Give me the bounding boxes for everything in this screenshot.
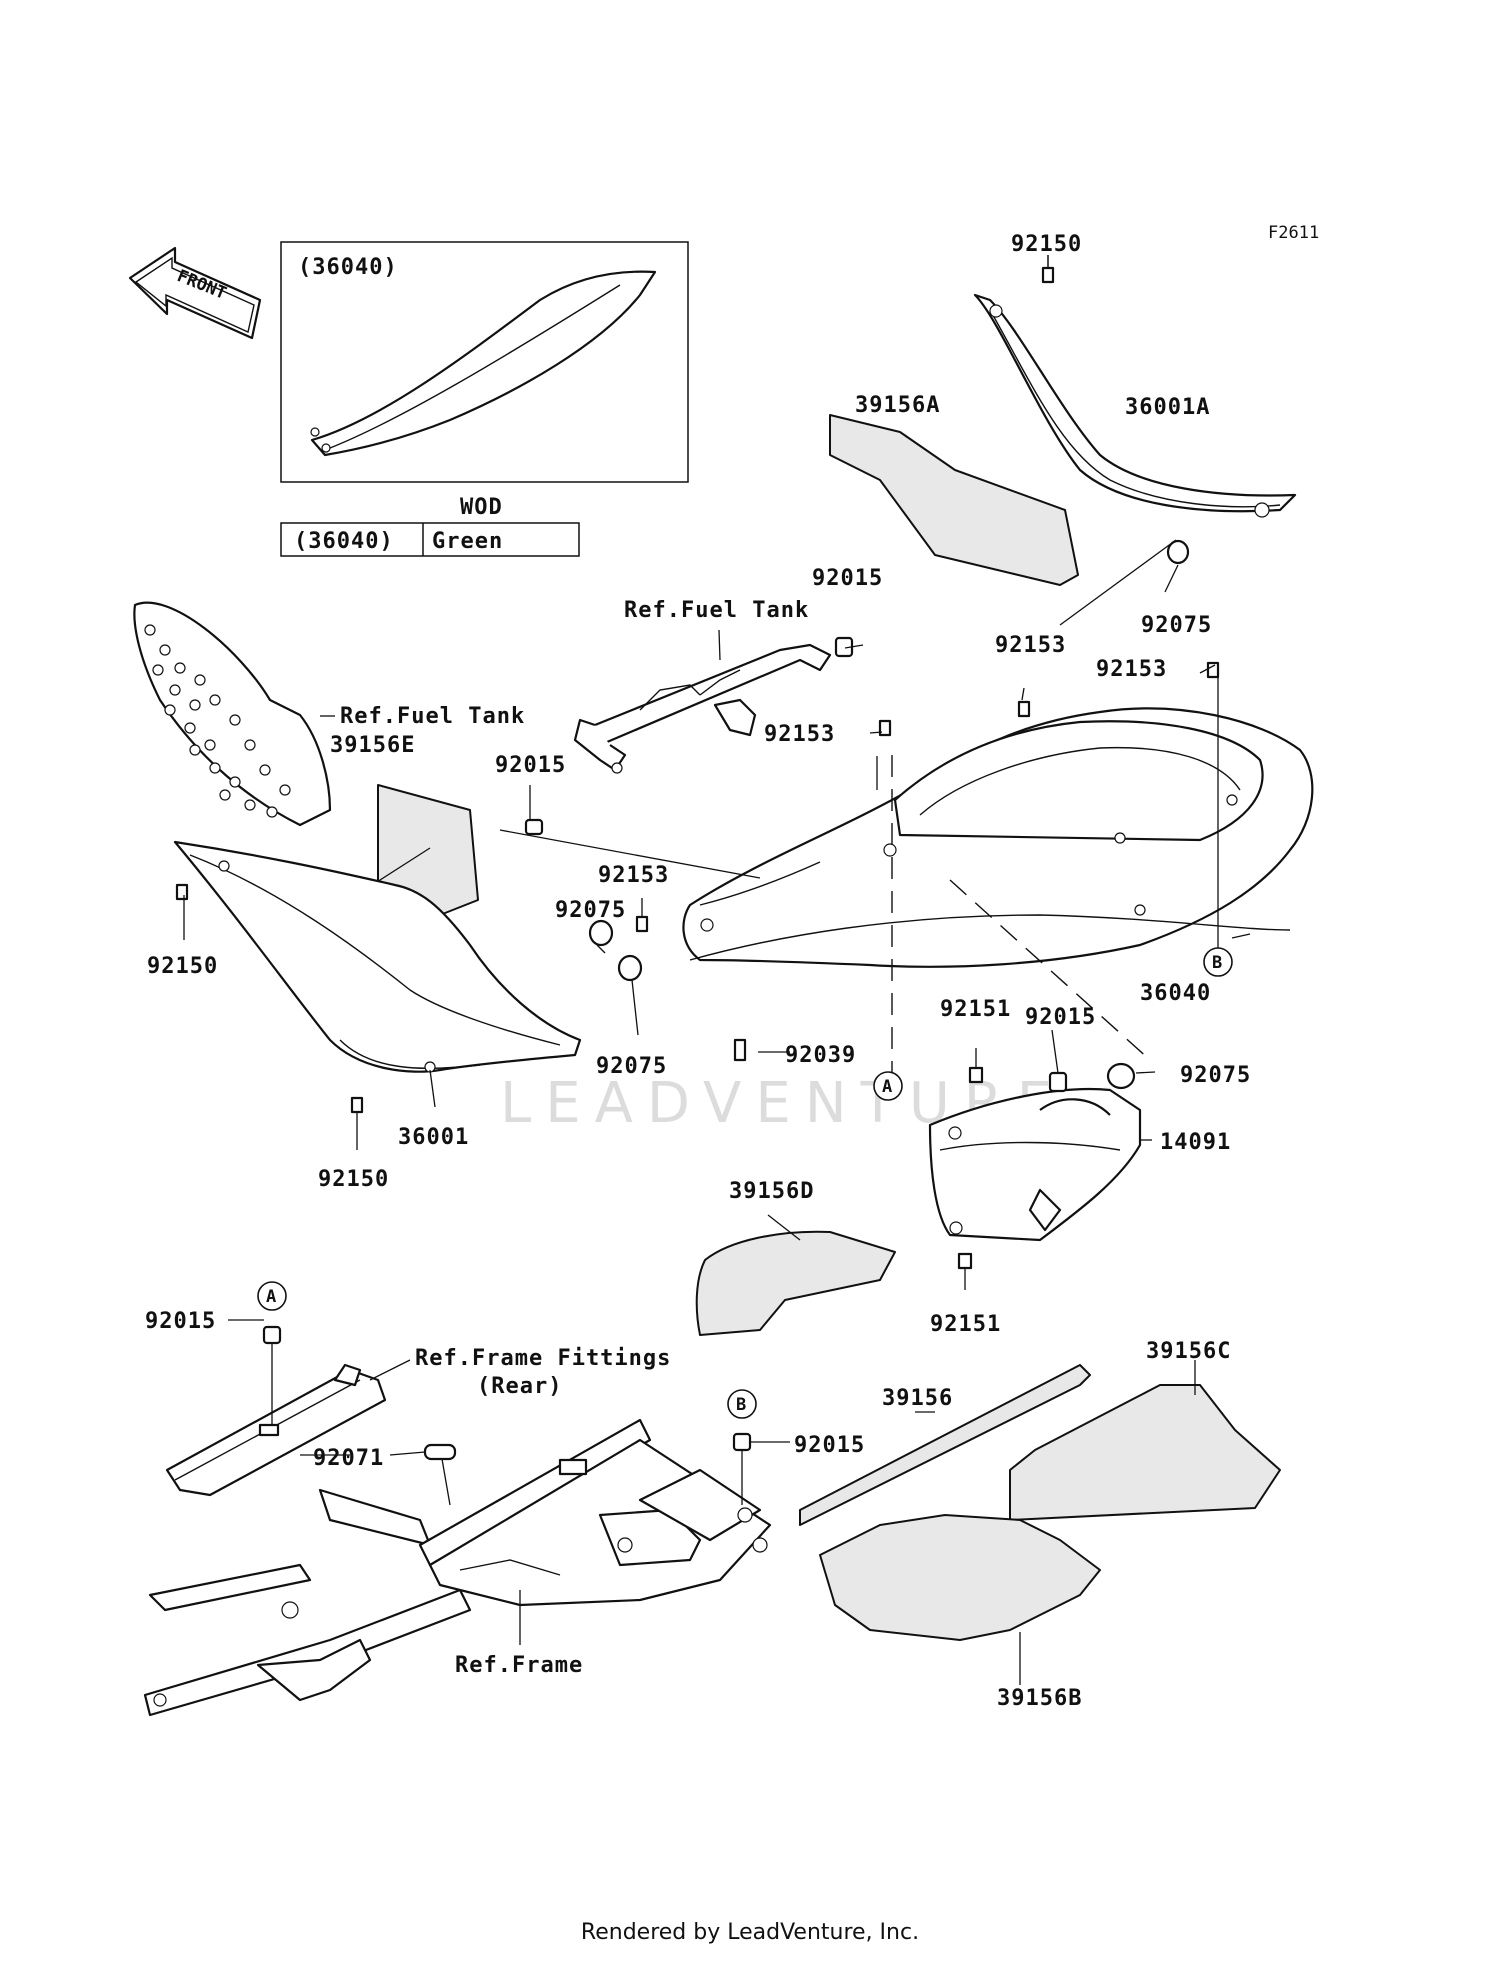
svg-text:B: B	[736, 1395, 746, 1415]
callout-92150-left: 92150	[147, 954, 218, 979]
part-36040	[682, 707, 1314, 968]
part-39156C	[1009, 1384, 1281, 1521]
color-table-part: (36040)	[294, 529, 394, 554]
inset-box: (36040)	[280, 241, 689, 483]
callout-92151-bottom: 92151	[930, 1312, 1001, 1337]
collar-92015-b-icon	[732, 1432, 752, 1452]
part-39156A	[829, 414, 1079, 586]
callout-92075-low: 92075	[596, 1054, 667, 1079]
svg-text:A: A	[882, 1077, 892, 1097]
marker-b-top: B	[1203, 947, 1233, 977]
callout-ref-fuel-tank-left: Ref.Fuel Tank	[340, 704, 525, 729]
callout-92015-mid: 92015	[1025, 1005, 1096, 1030]
callout-36001: 36001	[398, 1125, 469, 1150]
callout-92075-right: 92075	[1180, 1063, 1251, 1088]
svg-text:B: B	[1212, 953, 1222, 973]
callout-92015-b: 92015	[794, 1433, 865, 1458]
callout-92015-top: 92015	[812, 566, 883, 591]
callout-14091: 14091	[1160, 1130, 1231, 1155]
screw-92153-right-icon	[1017, 700, 1031, 718]
callout-39156: 39156	[882, 1386, 953, 1411]
callout-39156A: 39156A	[855, 393, 940, 418]
callout-39156D: 39156D	[729, 1179, 814, 1204]
callout-rear: (Rear)	[477, 1374, 562, 1399]
callout-92153-right: 92153	[995, 633, 1066, 658]
callout-92075-left: 92075	[555, 898, 626, 923]
grommet-92075-left-icon	[588, 919, 614, 947]
frame-fittings-rear	[165, 1363, 387, 1497]
color-table-header: WOD	[460, 495, 503, 520]
callout-ref-fuel-tank-top: Ref.Fuel Tank	[624, 598, 809, 623]
part-36001	[173, 840, 582, 1073]
callout-39156E: 39156E	[330, 733, 415, 758]
callout-92150-bottom: 92150	[318, 1167, 389, 1192]
part-39156D	[695, 1230, 896, 1336]
figure-code: F2611	[1268, 223, 1319, 243]
front-arrow-icon: FRONT	[128, 246, 262, 340]
svg-text:A: A	[266, 1287, 276, 1307]
callout-92039: 92039	[785, 1043, 856, 1068]
screw-92153-lower-icon	[635, 915, 649, 933]
collar-92015-mid-icon	[1048, 1071, 1068, 1093]
screw-92150-bottom-icon	[350, 1096, 364, 1114]
callout-ref-frame-fittings: Ref.Frame Fittings	[415, 1346, 671, 1371]
part-39156B	[819, 1514, 1101, 1641]
grommet-92071-icon	[423, 1443, 457, 1461]
callout-92015-left: 92015	[495, 753, 566, 778]
fuel-tank-bracket	[573, 643, 832, 774]
footer-credit: Rendered by LeadVenture, Inc.	[580, 1920, 920, 1945]
ref-frame	[143, 1418, 772, 1717]
collar-92015-frame-icon	[262, 1325, 282, 1345]
panel-perforation	[144, 624, 291, 818]
screw-92151-top-icon	[968, 1066, 984, 1084]
grommet-92075-low-icon	[617, 954, 643, 982]
screw-92153-mid-icon	[878, 719, 892, 737]
callout-92151-top: 92151	[940, 997, 1011, 1022]
inset-part-label: (36040)	[298, 255, 398, 280]
part-39156	[799, 1364, 1091, 1526]
fuel-tank-side-panel	[133, 601, 332, 827]
alignment-dash-b	[949, 879, 1151, 1061]
screw-92153-rightmost-icon	[1206, 661, 1220, 679]
grommet-92075-top-icon	[1166, 539, 1190, 565]
screw-92151-bottom-icon	[957, 1252, 973, 1270]
callout-39156C: 39156C	[1146, 1339, 1231, 1364]
marker-a-bottom: A	[257, 1281, 287, 1311]
callout-92075-top: 92075	[1141, 613, 1212, 638]
callout-92150-top: 92150	[1011, 232, 1082, 257]
part-36001A	[973, 293, 1297, 518]
part-14091	[928, 1087, 1142, 1242]
color-table-color: Green	[432, 529, 503, 554]
grommet-92075-right-icon	[1106, 1062, 1136, 1090]
callout-92015-frame: 92015	[145, 1309, 216, 1334]
screw-92039-icon	[733, 1038, 747, 1062]
callout-36001A: 36001A	[1125, 395, 1210, 420]
collar-92015-left-icon	[524, 818, 544, 836]
callout-36040: 36040	[1140, 981, 1211, 1006]
color-table: WOD (36040) Green	[280, 495, 580, 557]
callout-39156B: 39156B	[997, 1686, 1082, 1711]
screw-92150-left-icon	[175, 883, 189, 901]
callout-92071: 92071	[313, 1446, 384, 1471]
callout-ref-frame: Ref.Frame	[455, 1653, 583, 1678]
callout-92153-lower: 92153	[598, 863, 669, 888]
marker-b-bottom: B	[727, 1389, 757, 1419]
leader-lines	[183, 255, 1251, 1685]
callout-92153-rightmost: 92153	[1096, 657, 1167, 682]
callout-92153-mid: 92153	[764, 722, 835, 747]
marker-a-top: A	[873, 1071, 903, 1101]
